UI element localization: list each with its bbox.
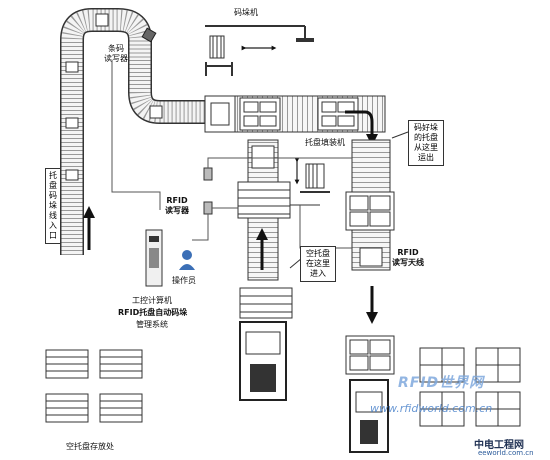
label-ipc-system-2: 管理系统 xyxy=(136,320,168,329)
label-palletizer: 码垛机 xyxy=(234,8,258,17)
label-ipc-title: 工控计算机 xyxy=(132,296,172,305)
watermark-brand: RFID世界网 xyxy=(398,375,485,391)
callout-inlet: 空托盘在这里进入 xyxy=(300,246,336,282)
inlet-conveyor xyxy=(60,8,152,255)
label-barcode-reader: 条码 读写器 xyxy=(104,44,128,63)
watermark-url: www.rfidworld.com.cn xyxy=(370,402,493,415)
rfid-reader-devices xyxy=(111,60,352,249)
watermark-logo: 中电工程网 xyxy=(474,440,524,451)
finished-pallets xyxy=(419,347,521,427)
truck-middle xyxy=(239,287,293,401)
top-conveyor xyxy=(204,95,386,146)
pallet-loader-machine xyxy=(290,157,330,206)
label-ipc-system: RFID托盘自动码垛 xyxy=(118,308,188,317)
label-rfid-reader: RFID 读写器 xyxy=(165,196,189,215)
watermark-logo-sub: eeworld.com.cn xyxy=(478,449,534,457)
label-pallet-loader: 托盘填装机 xyxy=(305,138,345,147)
label-empty-pallet-storage: 空托盘存放处 xyxy=(66,442,114,451)
empty-pallet-stacks xyxy=(45,349,143,423)
outlet-conveyor xyxy=(345,139,395,324)
label-rfid-antenna: RFID 读写天线 xyxy=(392,248,424,267)
label-operator: 操作员 xyxy=(172,276,196,285)
operator-icon xyxy=(179,250,195,270)
industrial-pc xyxy=(145,229,163,287)
middle-conveyor xyxy=(237,139,291,281)
callout-outlet-pointer xyxy=(391,131,409,139)
callout-outlet: 码好垛的托盘从这里运出 xyxy=(408,120,444,166)
truck-right xyxy=(345,335,395,453)
curve-conveyor xyxy=(128,27,205,124)
label-inlet-vertical: 托盘码垛线入口 xyxy=(45,168,61,244)
palletizer-machine xyxy=(205,25,314,76)
